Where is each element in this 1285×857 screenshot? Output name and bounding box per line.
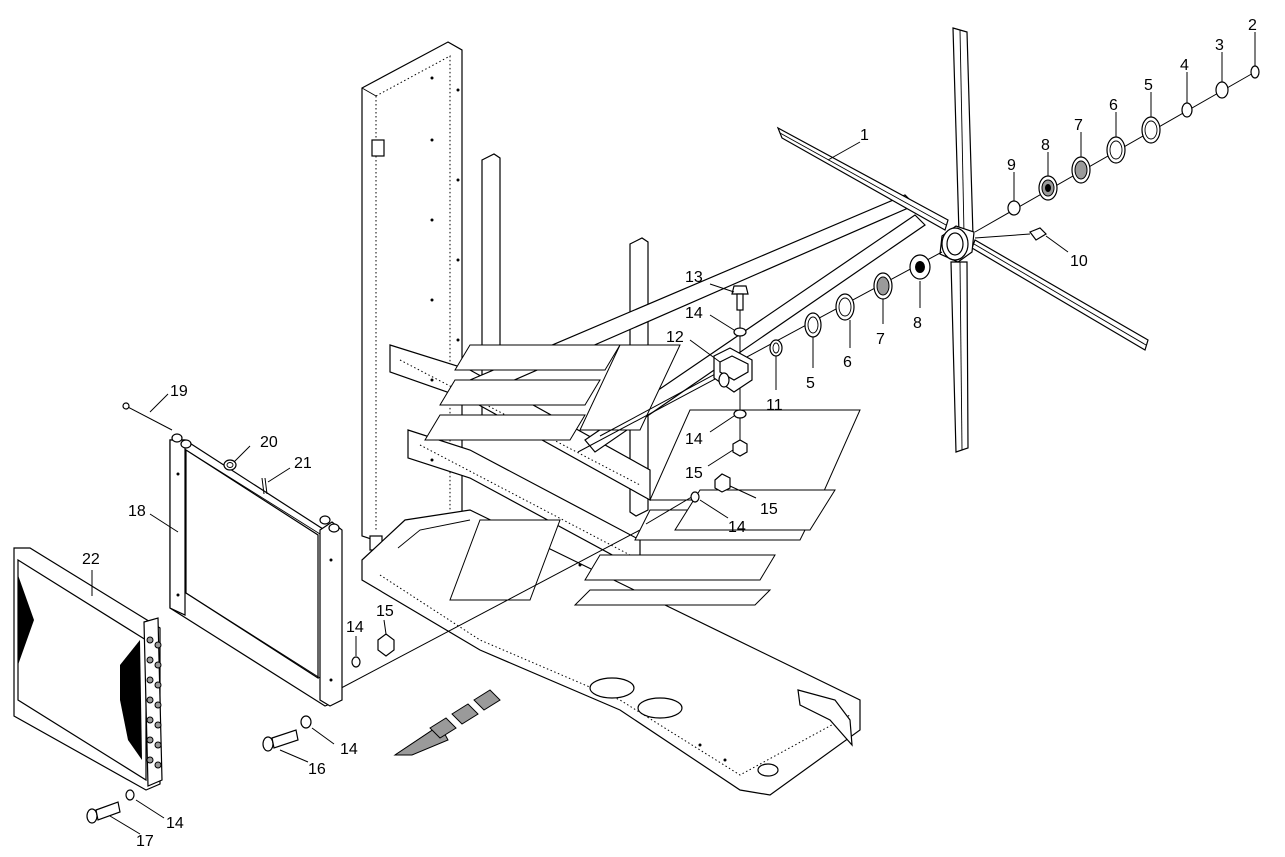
callout-10: 10 [1070, 253, 1088, 270]
callout-13: 13 [685, 269, 703, 286]
nut-15-a [732, 439, 748, 457]
callout-19: 19 [170, 383, 188, 400]
washer-14-e [300, 715, 312, 729]
bolt-13 [731, 285, 749, 295]
callout-8: 8 [1041, 137, 1050, 154]
ring-9 [1007, 200, 1021, 216]
ring-4 [1181, 102, 1193, 118]
callout-14-a: 14 [685, 305, 703, 322]
callout-15-c: 15 [376, 603, 394, 620]
washer-14-b [733, 409, 747, 419]
radiator-frame-18 [169, 433, 343, 707]
callout-9: 9 [1007, 157, 1016, 174]
bushing-11 [769, 339, 783, 357]
bolt-16 [262, 729, 299, 752]
callout-6-b: 6 [843, 354, 852, 371]
tube-ends [146, 636, 162, 769]
callout-17: 17 [136, 833, 154, 850]
shaft-parts [327, 65, 1260, 696]
callout-7-b: 7 [876, 331, 885, 348]
grease-nipple-10 [1029, 227, 1047, 241]
callout-14-b: 14 [685, 431, 703, 448]
split-pin-21 [261, 477, 268, 495]
callout-14-c: 14 [728, 519, 746, 536]
callout-21: 21 [294, 455, 312, 472]
callout-8-b: 8 [913, 315, 922, 332]
callout-15-b: 15 [760, 501, 778, 518]
callout-6: 6 [1109, 97, 1118, 114]
callout-18: 18 [128, 503, 146, 520]
callout-16: 16 [308, 761, 326, 778]
washer-14-c [690, 491, 700, 503]
callout-leaders [91, 32, 1256, 835]
callout-15-a: 15 [685, 465, 703, 482]
nut-15-c [377, 633, 395, 657]
callout-11: 11 [766, 397, 783, 414]
callout-7: 7 [1074, 117, 1083, 134]
callout-22: 22 [82, 551, 100, 568]
bolt-17 [86, 801, 121, 824]
callout-14-f: 14 [166, 815, 184, 832]
washer-14-d [351, 656, 361, 668]
washer-14-f [125, 789, 135, 801]
callout-4: 4 [1180, 57, 1189, 74]
callout-5-b: 5 [806, 375, 815, 392]
callout-14-d: 14 [346, 619, 364, 636]
callout-3: 3 [1215, 37, 1224, 54]
callout-labels: 2 3 4 5 6 7 8 9 1 10 8 7 6 5 11 13 14 12… [82, 17, 1257, 850]
washer-2 [1250, 65, 1260, 79]
callout-14-e: 14 [340, 741, 358, 758]
direction-arrow [393, 689, 501, 756]
callout-12: 12 [666, 329, 684, 346]
pin-19 [122, 402, 173, 431]
ring-3 [1215, 81, 1229, 99]
callout-20: 20 [260, 434, 278, 451]
fan-blades [776, 27, 1149, 453]
callout-1: 1 [860, 127, 869, 144]
watermark-logo [424, 344, 861, 606]
callout-2: 2 [1248, 17, 1257, 34]
radiator-core-22 [13, 547, 163, 791]
nut-15-b [714, 473, 731, 493]
washer-20 [223, 459, 237, 471]
washer-14-a [733, 327, 747, 337]
callout-5: 5 [1144, 77, 1153, 94]
